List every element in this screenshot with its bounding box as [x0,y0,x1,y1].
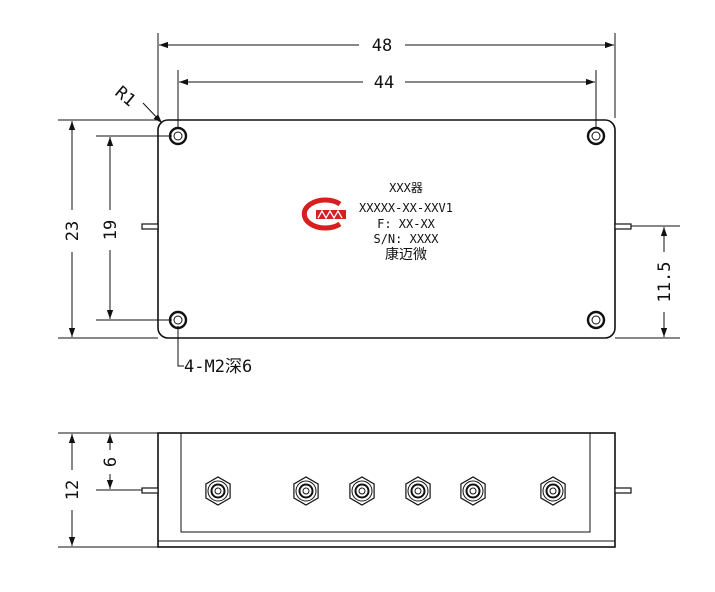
side-view-inner-edge [180,433,591,533]
sma-connector [460,476,486,506]
dim-overall-height-label: 23 [63,221,83,241]
nameplate-line-2: XXXXX-XX-XXV1 [359,201,453,215]
mounting-hole-callout: 4-M2深6 [177,326,252,377]
dim-hole-spacing-x: 44 [177,70,597,128]
nameplate-line-3: F: XX-XX [377,217,436,231]
sma-connector [540,476,566,506]
left-pin [141,223,159,230]
sma-connector [205,476,231,506]
dim-connector-height-label: 11.5 [655,262,675,303]
dim-side-height: 12 [58,432,158,548]
sma-connector [293,476,319,506]
nameplate-line-5: 康迈微 [385,246,427,263]
mounting-hole-top-left [168,126,188,146]
dim-connector-height: 11.5 [615,225,680,339]
dim-hole-spacing-x-label: 44 [374,73,394,93]
sma-connector [405,476,431,506]
sma-connector [349,476,375,506]
dim-overall-width: 48 [157,33,616,118]
dim-side-height-label: 12 [63,480,83,500]
corner-radius-label: R1 [111,83,140,111]
dim-overall-height: 23 [58,119,158,339]
side-right-pin [614,487,632,494]
mounting-hole-bottom-right [586,310,606,330]
logo [301,197,346,231]
mounting-hole-note: 4-M2深6 [184,357,252,377]
connector-row [205,476,566,506]
dim-side-connector-height-label: 6 [101,457,121,467]
right-pin [614,223,632,230]
nameplate-line-1: XXX器 [389,181,423,195]
side-left-pin [141,487,159,494]
nameplate-line-4: S/N: XXXX [373,232,439,246]
corner-radius-callout: R1 [111,83,163,124]
dim-hole-spacing-y: 19 [96,135,172,321]
side-view: 12 6 [58,432,632,548]
mounting-hole-top-right [586,126,606,146]
mounting-hole-bottom-left [168,310,188,330]
top-view: XXX器 XXXXX-XX-XXV1 F: XX-XX S/N: XXXX 康迈… [58,33,680,377]
dim-hole-spacing-y-label: 19 [101,220,121,240]
dim-overall-width-label: 48 [372,36,392,56]
dim-side-connector-height: 6 [96,434,142,491]
